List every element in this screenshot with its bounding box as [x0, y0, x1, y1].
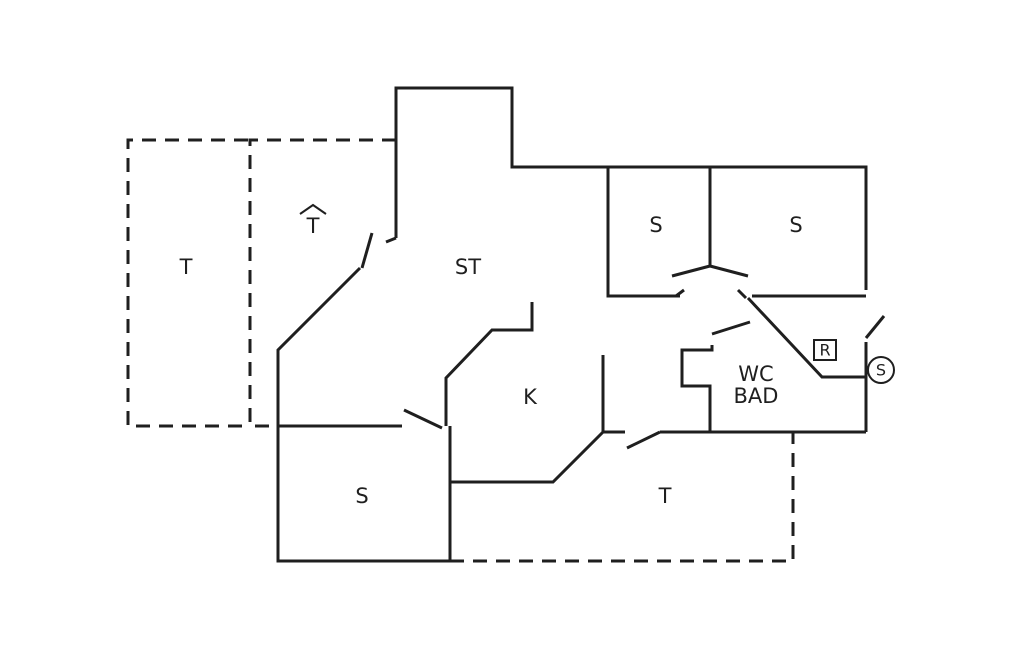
wall-kitchen-south: [450, 355, 605, 484]
kitchen-label: K: [523, 385, 538, 409]
bedroom-2-label: S: [789, 213, 802, 237]
door-bath: [711, 320, 751, 336]
door-living-entry: [360, 232, 374, 269]
door-east: [864, 315, 886, 339]
door-bath-jamb: [736, 288, 748, 300]
terrace-west-label: T: [179, 255, 193, 279]
terrace-south-label: T: [658, 484, 672, 508]
room-labels: T T ST S S K WC BAD S T: [179, 213, 803, 508]
radiator-label: R: [819, 341, 830, 360]
bedroom-1-label: S: [649, 213, 662, 237]
wall-kitchen-west: [444, 302, 534, 426]
bedroom-3-label: S: [355, 484, 368, 508]
up-arrow-icon: [299, 203, 327, 215]
radiator-box: [813, 339, 837, 361]
door-kitchen: [403, 408, 443, 430]
door-south: [626, 430, 661, 450]
terrace-outlines: [126, 138, 795, 563]
door-bedroom-right: [709, 264, 749, 278]
wall-bath-west: [680, 345, 714, 432]
roof-terrace-label: T: [306, 214, 320, 238]
shaft-label: S: [876, 361, 886, 380]
south-terrace-outline: [450, 433, 795, 563]
shaft-circle: [867, 356, 895, 384]
door-living-entry-jamb: [385, 236, 397, 244]
wc-label-line1: WC: [738, 362, 773, 386]
wall-bedrooms-south: [606, 167, 680, 298]
living-room-label: ST: [455, 255, 481, 279]
door-bedroom-left: [671, 264, 711, 278]
door-bedroom-left-jamb: [675, 288, 685, 298]
symbols: R S: [299, 203, 895, 384]
west-terrace-outline: [126, 138, 248, 428]
outer-wall-west: [276, 266, 450, 563]
walls: [276, 86, 868, 563]
outer-wall-north: [394, 86, 868, 290]
roof-terrace-outline: [248, 138, 396, 428]
doors: [360, 232, 886, 450]
wc-label-line2: BAD: [734, 384, 779, 408]
wall-bath-diagonal: [746, 296, 866, 379]
